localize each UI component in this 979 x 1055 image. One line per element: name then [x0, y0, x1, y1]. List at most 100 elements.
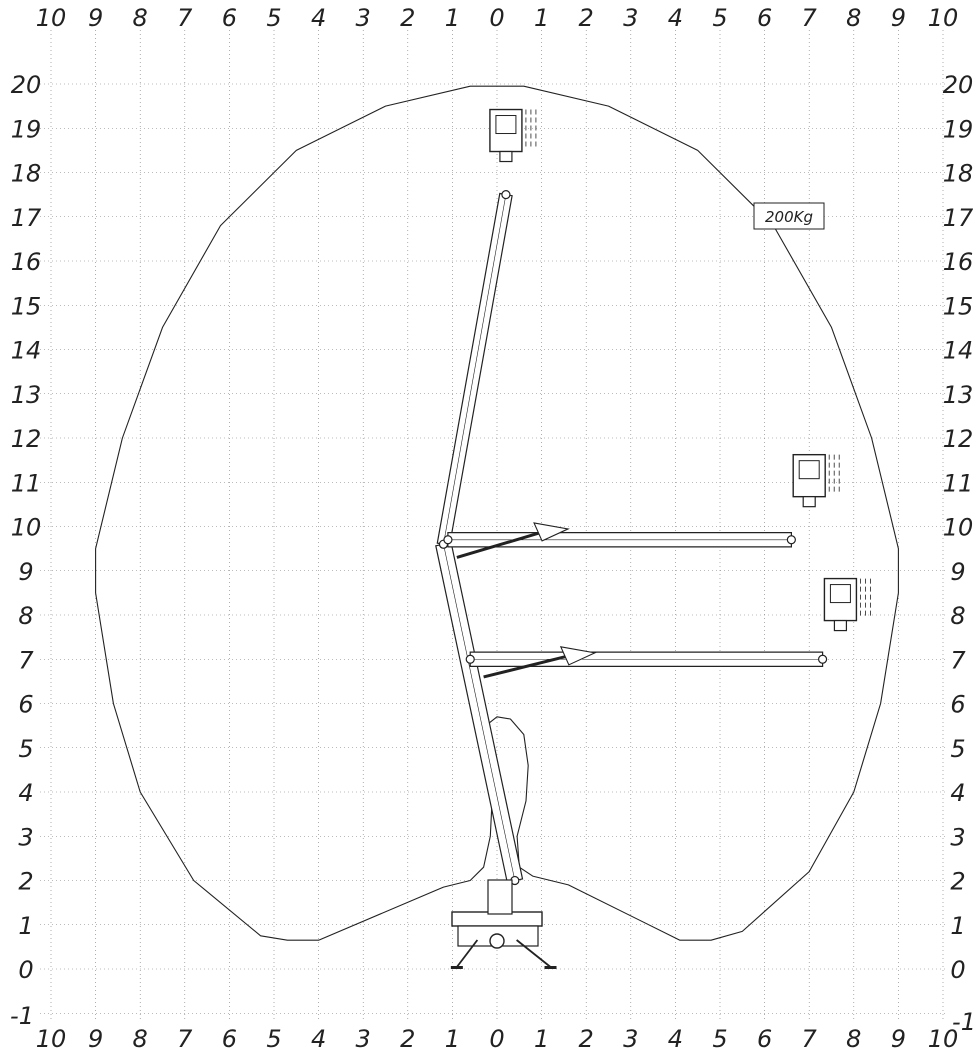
y-axis-right-tick-label: 4: [950, 779, 965, 807]
x-axis-bottom-tick-label: 7: [177, 1025, 193, 1050]
basket-body: [823, 577, 858, 622]
y-axis-right-tick-label: 18: [943, 160, 974, 188]
y-axis-left-tick-label: 17: [11, 204, 42, 232]
y-axis-right-tick-label: 9: [950, 558, 965, 586]
basket-rotator: [499, 150, 513, 163]
x-axis-top-tick-label: 10: [36, 4, 67, 32]
x-axis-bottom-tick-label: 2: [579, 1025, 594, 1050]
x-axis-bottom-tick-label: 2: [400, 1025, 415, 1050]
reach-envelope: [95, 85, 899, 941]
x-axis-top-tick-label: 6: [757, 4, 772, 32]
y-axis-right-tick-label: 2: [950, 868, 965, 896]
y-axis-left-tick-label: 9: [18, 558, 33, 586]
y-axis-right-tick-label: 7: [950, 646, 966, 674]
x-axis-bottom-tick-label: 1: [445, 1025, 460, 1050]
y-axis-right-tick-label: 0: [950, 956, 965, 984]
x-axis-top-tick-label: 6: [222, 4, 237, 32]
x-axis-top-tick-label: 4: [311, 4, 326, 32]
y-axis-left-tick-label: 15: [11, 292, 42, 320]
x-axis-bottom-tick-label: 5: [266, 1025, 281, 1050]
x-axis-top-tick-label: 7: [802, 4, 818, 32]
y-axis-right-tick-label: 15: [943, 292, 974, 320]
turret: [487, 879, 513, 915]
boom-pivot: [817, 654, 828, 664]
load-label: 200Kg: [765, 208, 813, 226]
x-axis-bottom-tick-label: 1: [534, 1025, 549, 1050]
y-axis-right-tick-label: 10: [943, 514, 974, 542]
y-axis-left-tick-label: 14: [11, 337, 42, 365]
y-axis-left-tick-label: 7: [18, 646, 34, 674]
y-axis-right-tick-label: 5: [950, 735, 965, 763]
hydraulic-ram: [483, 653, 574, 679]
x-axis-top-tick-label: 2: [400, 4, 415, 32]
ram-bracket: [533, 522, 570, 542]
boom-pivot: [443, 535, 453, 545]
boom-centerline: [443, 544, 516, 881]
ram-bracket: [559, 646, 597, 666]
x-axis-top-tick-label: 5: [712, 4, 727, 32]
boom-centerline: [443, 194, 507, 545]
envelope-outline: [95, 85, 899, 941]
x-axis-top-tick-label: 3: [623, 4, 638, 32]
x-axis-bottom-tick-label: 8: [133, 1025, 148, 1050]
x-axis-top-tick-label: 5: [266, 4, 281, 32]
y-axis-left-tick-label: 11: [11, 469, 42, 497]
x-axis-bottom-tick-label: 6: [757, 1025, 772, 1050]
basket-rotator: [802, 496, 816, 508]
vehicle-chassis: [450, 879, 557, 969]
x-axis-top-tick-label: 1: [534, 4, 549, 32]
x-axis-bottom-tick-label: 3: [356, 1025, 371, 1050]
x-axis-top-tick-label: 10: [928, 4, 959, 32]
x-axis-bottom-tick-label: 10: [928, 1025, 959, 1050]
y-axis-left-tick-label: 5: [18, 735, 33, 763]
work-basket: [792, 453, 840, 508]
basket-panel: [829, 584, 851, 604]
y-axis-left-tick-label: 10: [11, 514, 42, 542]
work-basket: [823, 577, 871, 632]
x-axis-bottom-tick-label: 4: [668, 1025, 683, 1050]
x-axis-bottom-tick-label: 6: [222, 1025, 237, 1050]
x-axis-top-tick-label: 7: [177, 4, 193, 32]
y-axis-left-tick-label: 13: [11, 381, 42, 409]
basket-panel: [798, 460, 820, 480]
y-axis-right-tick-label: 20: [943, 71, 974, 99]
x-axis-bottom-tick-label: 9: [891, 1025, 906, 1050]
y-axis-right-tick-label: 14: [943, 337, 974, 365]
boom-pivot: [786, 535, 796, 545]
x-axis-bottom-tick-label: 4: [311, 1025, 326, 1050]
load-box: 200Kg: [753, 202, 825, 230]
x-axis-top-tick-label: 0: [489, 4, 504, 32]
x-axis-bottom-tick-label: 3: [623, 1025, 638, 1050]
boom-pivot: [501, 190, 511, 200]
outrigger-foot: [450, 966, 463, 969]
y-axis-right-tick-label: -1: [952, 1008, 976, 1036]
y-axis-left-tick-label: 2: [18, 868, 33, 896]
y-axis-left-tick-label: 0: [18, 956, 33, 984]
x-axis-top-tick-label: 2: [579, 4, 594, 32]
y-axis-right-tick-label: 17: [943, 204, 974, 232]
y-axis-right-tick-label: 1: [950, 912, 965, 940]
aerial-platform-drawing: [435, 108, 871, 969]
y-axis-right-tick-label: 12: [943, 425, 974, 453]
y-axis-right-tick-label: 3: [950, 823, 965, 851]
work-basket: [489, 108, 537, 163]
y-axis-right-tick-label: 19: [943, 115, 974, 143]
outrigger: [516, 939, 552, 968]
grid: [40, 30, 945, 1020]
y-axis-left-tick-label: 16: [11, 248, 42, 276]
y-axis-left-tick-label: -1: [10, 1002, 34, 1030]
y-axis-left-tick-label: 18: [11, 160, 42, 188]
y-axis-left-tick-label: 12: [11, 425, 42, 453]
boom-pivot: [465, 654, 475, 664]
y-axis-right-tick-label: 13: [943, 381, 974, 409]
outrigger-foot: [544, 966, 557, 969]
x-axis-bottom-tick-label: 0: [489, 1025, 504, 1050]
y-axis-left-tick-label: 4: [18, 779, 33, 807]
y-axis-left-tick-label: 8: [18, 602, 33, 630]
y-axis-left-tick-label: 1: [18, 912, 33, 940]
x-axis-bottom-tick-label: 9: [88, 1025, 103, 1050]
hydraulic-ram: [456, 529, 547, 559]
outrigger: [456, 939, 479, 968]
